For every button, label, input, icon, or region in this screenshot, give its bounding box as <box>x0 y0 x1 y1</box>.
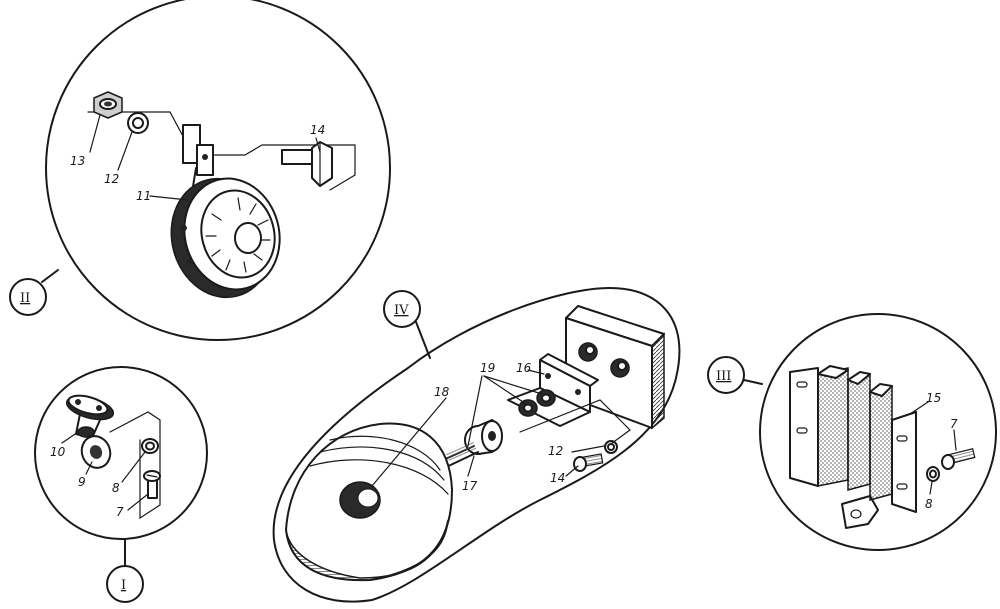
view-iv-outline <box>272 287 681 603</box>
callout-ii-13: 13 <box>70 154 85 168</box>
callout-iii-15: 15 <box>926 391 941 405</box>
washer-8-view-i <box>141 438 159 454</box>
callout-ii-11: 11 <box>136 189 151 203</box>
view-i-marker <box>106 565 144 603</box>
view-ii-group: II <box>9 0 391 341</box>
view-ii-axis-line <box>87 111 356 191</box>
view-i-frame <box>109 411 161 520</box>
callout-iii-8: 8 <box>925 497 933 511</box>
view-ii-marker <box>9 278 47 316</box>
callout-ii-12: 12 <box>104 172 119 186</box>
view-i-group: I 10 9 <box>34 366 208 603</box>
view-iv-label: IV <box>394 303 409 318</box>
horn-dome-18 <box>285 422 479 582</box>
callout-iv-14: 14 <box>550 471 565 485</box>
view-ii-label: II <box>20 291 30 306</box>
callout-iv-17: 17 <box>462 479 478 493</box>
bracket-10 <box>65 394 115 439</box>
view-iv-leader <box>415 321 431 359</box>
callout-i-9: 9 <box>78 475 86 489</box>
screw-7-view-i <box>143 470 161 499</box>
callout-iv-16: 16 <box>516 361 532 375</box>
washer-12 <box>127 112 149 134</box>
callout-i-10: 10 <box>50 445 66 459</box>
view-iii-group: III <box>707 313 997 551</box>
washer-12-view-iv <box>604 440 618 454</box>
view-i-label: I <box>121 578 126 593</box>
view-iii-marker <box>707 356 745 394</box>
callout-iv-12: 12 <box>548 444 563 458</box>
view-ii-leader <box>41 269 59 283</box>
view-iii-circle <box>759 313 997 551</box>
view-iii-label: III <box>716 369 731 384</box>
screw-7-view-iii <box>941 448 976 470</box>
bracket-16 <box>507 353 599 427</box>
washer-8-view-iii <box>926 466 940 482</box>
callout-iv-18: 18 <box>434 385 450 399</box>
horn-11 <box>170 167 281 299</box>
callout-ii-14: 14 <box>310 123 325 137</box>
view-iv-group: IV <box>272 287 681 603</box>
view-ii-circle <box>45 0 391 341</box>
roller-9 <box>80 435 112 469</box>
bracket-plate <box>182 124 214 176</box>
insulator-piece <box>841 495 879 529</box>
nut-13 <box>93 91 123 119</box>
view-iii-leader <box>743 379 763 385</box>
callout-i-8: 8 <box>112 481 120 495</box>
bolt-14 <box>281 141 333 187</box>
callout-iii-7: 7 <box>950 417 958 431</box>
view-i-circle <box>34 366 208 540</box>
view-iv-axis <box>519 399 631 447</box>
callout-iv-19: 19 <box>480 361 495 375</box>
callout-i-7: 7 <box>116 505 124 519</box>
view-iv-marker <box>383 290 421 328</box>
terminal-block-15 <box>789 365 917 513</box>
